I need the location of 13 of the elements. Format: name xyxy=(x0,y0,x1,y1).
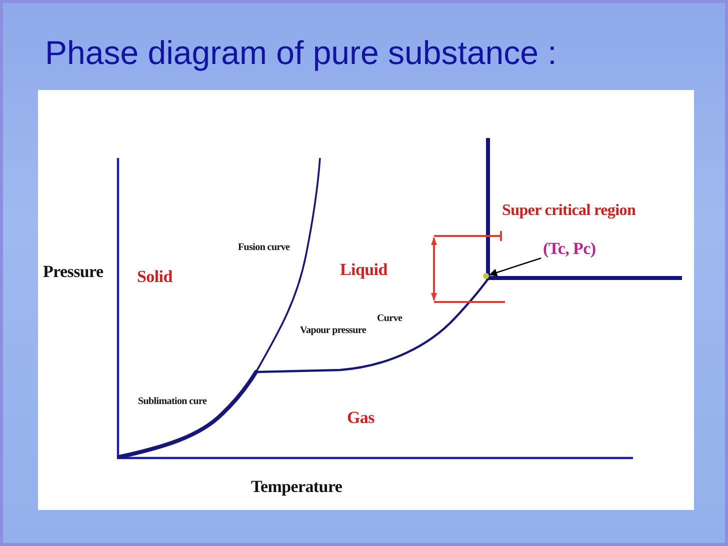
curve-label: Sublimation cure xyxy=(138,396,207,408)
curve-label: Curve xyxy=(377,313,402,325)
region-label: Super critical region xyxy=(502,202,636,220)
curve-label: Fusion curve xyxy=(238,242,290,254)
point-label: (Tc, Pc) xyxy=(543,239,596,259)
region-label: Liquid xyxy=(340,260,388,280)
region-label: Gas xyxy=(347,408,374,428)
leader-arrow xyxy=(489,257,542,276)
axis-label: Pressure xyxy=(43,262,104,282)
slide-title: Phase diagram of pure substance : xyxy=(45,33,557,73)
curve-label: Vapour pressure xyxy=(300,325,366,337)
region-label: Solid xyxy=(137,267,172,287)
axis-label: Temperature xyxy=(251,477,342,497)
